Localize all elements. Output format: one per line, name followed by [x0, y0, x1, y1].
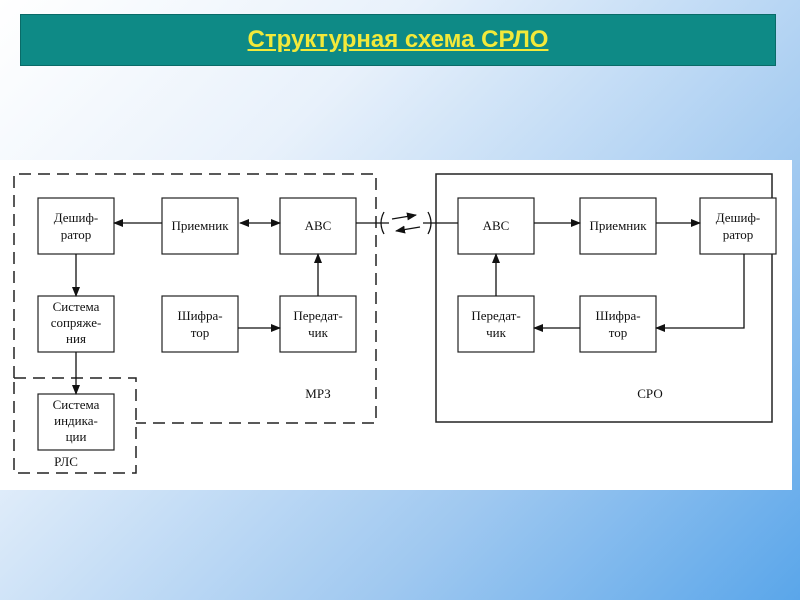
page-title: Структурная схема СРЛО [247, 26, 549, 53]
rls-display-line-3: ции [66, 429, 87, 444]
rls-display-line-1: Система [53, 397, 100, 412]
mrz-decipherer-line-2: ратор [61, 227, 91, 242]
mrz-group-border [13, 173, 377, 424]
mrz-decipherer-line-1: Дешиф- [54, 210, 99, 225]
mrz-interface-line-1: Система [53, 299, 100, 314]
sro-group-label: СРО [637, 386, 662, 401]
sro-receiver-block: Приемник [579, 197, 657, 255]
mrz-interface-line-3: ния [66, 331, 86, 346]
mrz-abc-label: АВС [305, 218, 332, 233]
mrz-group-label: МРЗ [305, 386, 330, 401]
sro-transmitter-line-1: Передат- [471, 308, 520, 323]
radio-link-icon [356, 211, 458, 235]
rls-display-block: Система индика- ции [37, 393, 115, 451]
sro-encoder-line-2: тор [609, 325, 628, 340]
sro-abc-label: АВС [483, 218, 510, 233]
mrz-receiver-label: Приемник [171, 218, 229, 233]
rls-group-label: РЛС [54, 454, 78, 469]
sro-encoder-block: Шифра- тор [579, 295, 657, 353]
sro-encoder-line-1: Шифра- [595, 308, 640, 323]
diagram-canvas: Дешиф- ратор Приемник АВС Система сопряж… [13, 173, 777, 474]
sro-decipherer-line-2: ратор [723, 227, 753, 242]
mrz-encoder-line-2: тор [191, 325, 210, 340]
mrz-abc-block: АВС [279, 197, 357, 255]
structure-diagram: Дешиф- ратор Приемник АВС Система сопряж… [0, 160, 792, 490]
sro-transmitter-block: Передат- чик [457, 295, 535, 353]
sro-decipherer-block: Дешиф- ратор [699, 197, 777, 255]
sro-receiver-label: Приемник [589, 218, 647, 233]
mrz-transmitter-block: Передат- чик [279, 295, 357, 353]
sro-transmitter-line-2: чик [486, 325, 506, 340]
mrz-transmitter-line-2: чик [308, 325, 328, 340]
mrz-encoder-block: Шифра- тор [161, 295, 239, 353]
mrz-decipherer-block: Дешиф- ратор [37, 197, 115, 255]
rls-display-line-2: индика- [54, 413, 98, 428]
mrz-transmitter-line-1: Передат- [293, 308, 342, 323]
sro-abc-block: АВС [457, 197, 535, 255]
rls-group-border [13, 377, 137, 474]
title-banner: Структурная схема СРЛО [20, 14, 776, 66]
mrz-encoder-line-1: Шифра- [177, 308, 222, 323]
sro-decipherer-line-1: Дешиф- [716, 210, 761, 225]
mrz-interface-line-2: сопряже- [51, 315, 102, 330]
arrow-decipherer-encoder-sro [655, 254, 745, 332]
mrz-interface-block: Система сопряже- ния [37, 295, 115, 353]
mrz-receiver-block: Приемник [161, 197, 239, 255]
sro-group-border [435, 173, 773, 423]
